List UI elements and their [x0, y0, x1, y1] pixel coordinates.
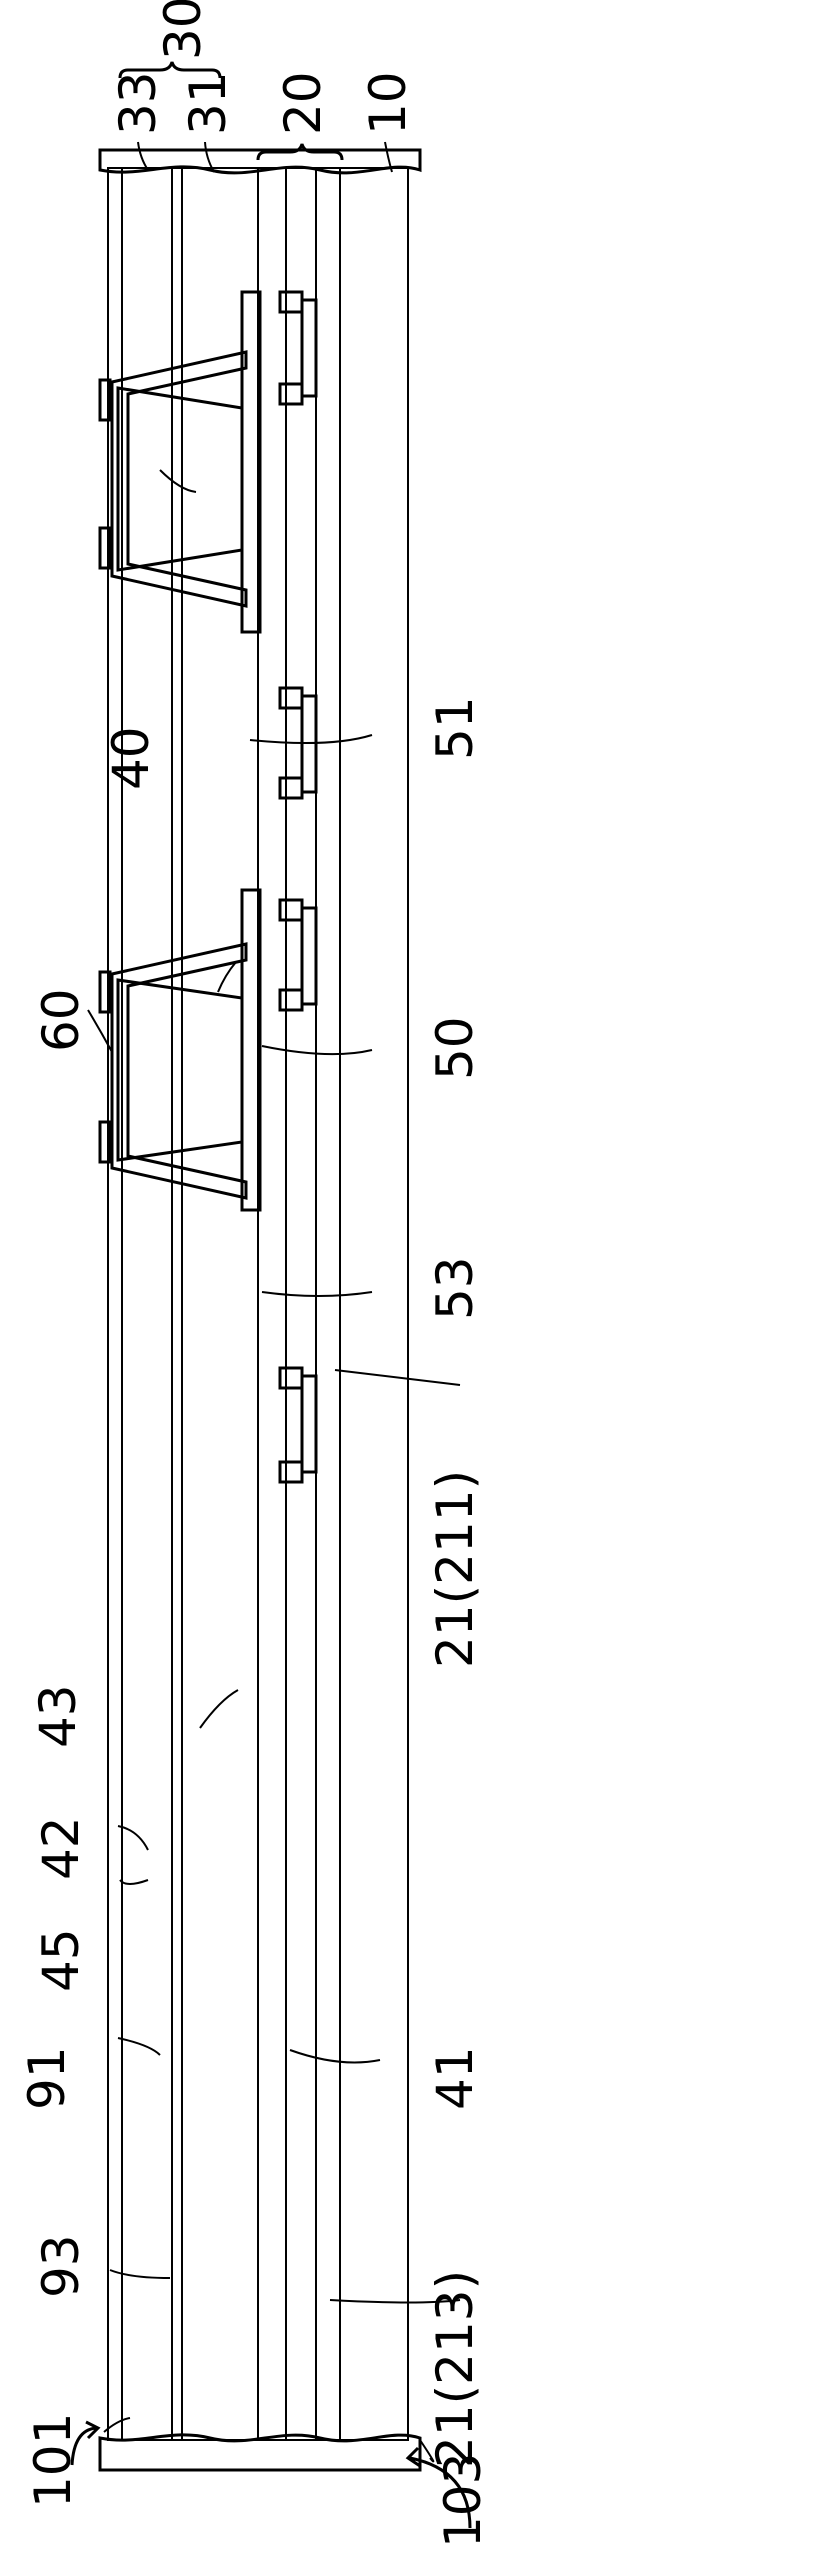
label-40: 40 — [102, 726, 160, 790]
label-45: 45 — [32, 1928, 90, 1992]
label-93: 93 — [32, 2234, 90, 2298]
label-20: 20 — [274, 71, 332, 135]
label-103: 103 — [434, 2453, 492, 2548]
plug-41 — [100, 890, 260, 1210]
label-60: 60 — [32, 988, 90, 1052]
leader-lines — [88, 142, 460, 2461]
layer-20-b — [286, 168, 316, 2440]
label-50: 50 — [426, 1016, 484, 1080]
label-21-213: 21(213) — [426, 2270, 484, 2468]
layer-stack — [108, 168, 408, 2440]
layer-31 — [182, 168, 258, 2440]
layer-20-c — [316, 168, 340, 2440]
label-30: 30 — [154, 0, 212, 60]
label-43: 43 — [29, 1684, 87, 1748]
label-33: 33 — [109, 71, 167, 135]
layer-93 — [172, 168, 182, 2440]
label-10: 10 — [359, 71, 417, 135]
label-41: 41 — [426, 2046, 484, 2110]
label-91: 91 — [18, 2046, 76, 2110]
label-21-211: 21(211) — [426, 1470, 484, 1668]
label-53: 53 — [426, 1256, 484, 1320]
layer-60 — [108, 168, 122, 2440]
layer-20-a — [258, 168, 286, 2440]
plug-40 — [100, 292, 260, 632]
layer-10 — [340, 168, 408, 2440]
label-31: 31 — [179, 71, 237, 135]
label-42: 42 — [32, 1816, 90, 1880]
label-51: 51 — [426, 696, 484, 760]
brace-20 — [258, 144, 342, 160]
